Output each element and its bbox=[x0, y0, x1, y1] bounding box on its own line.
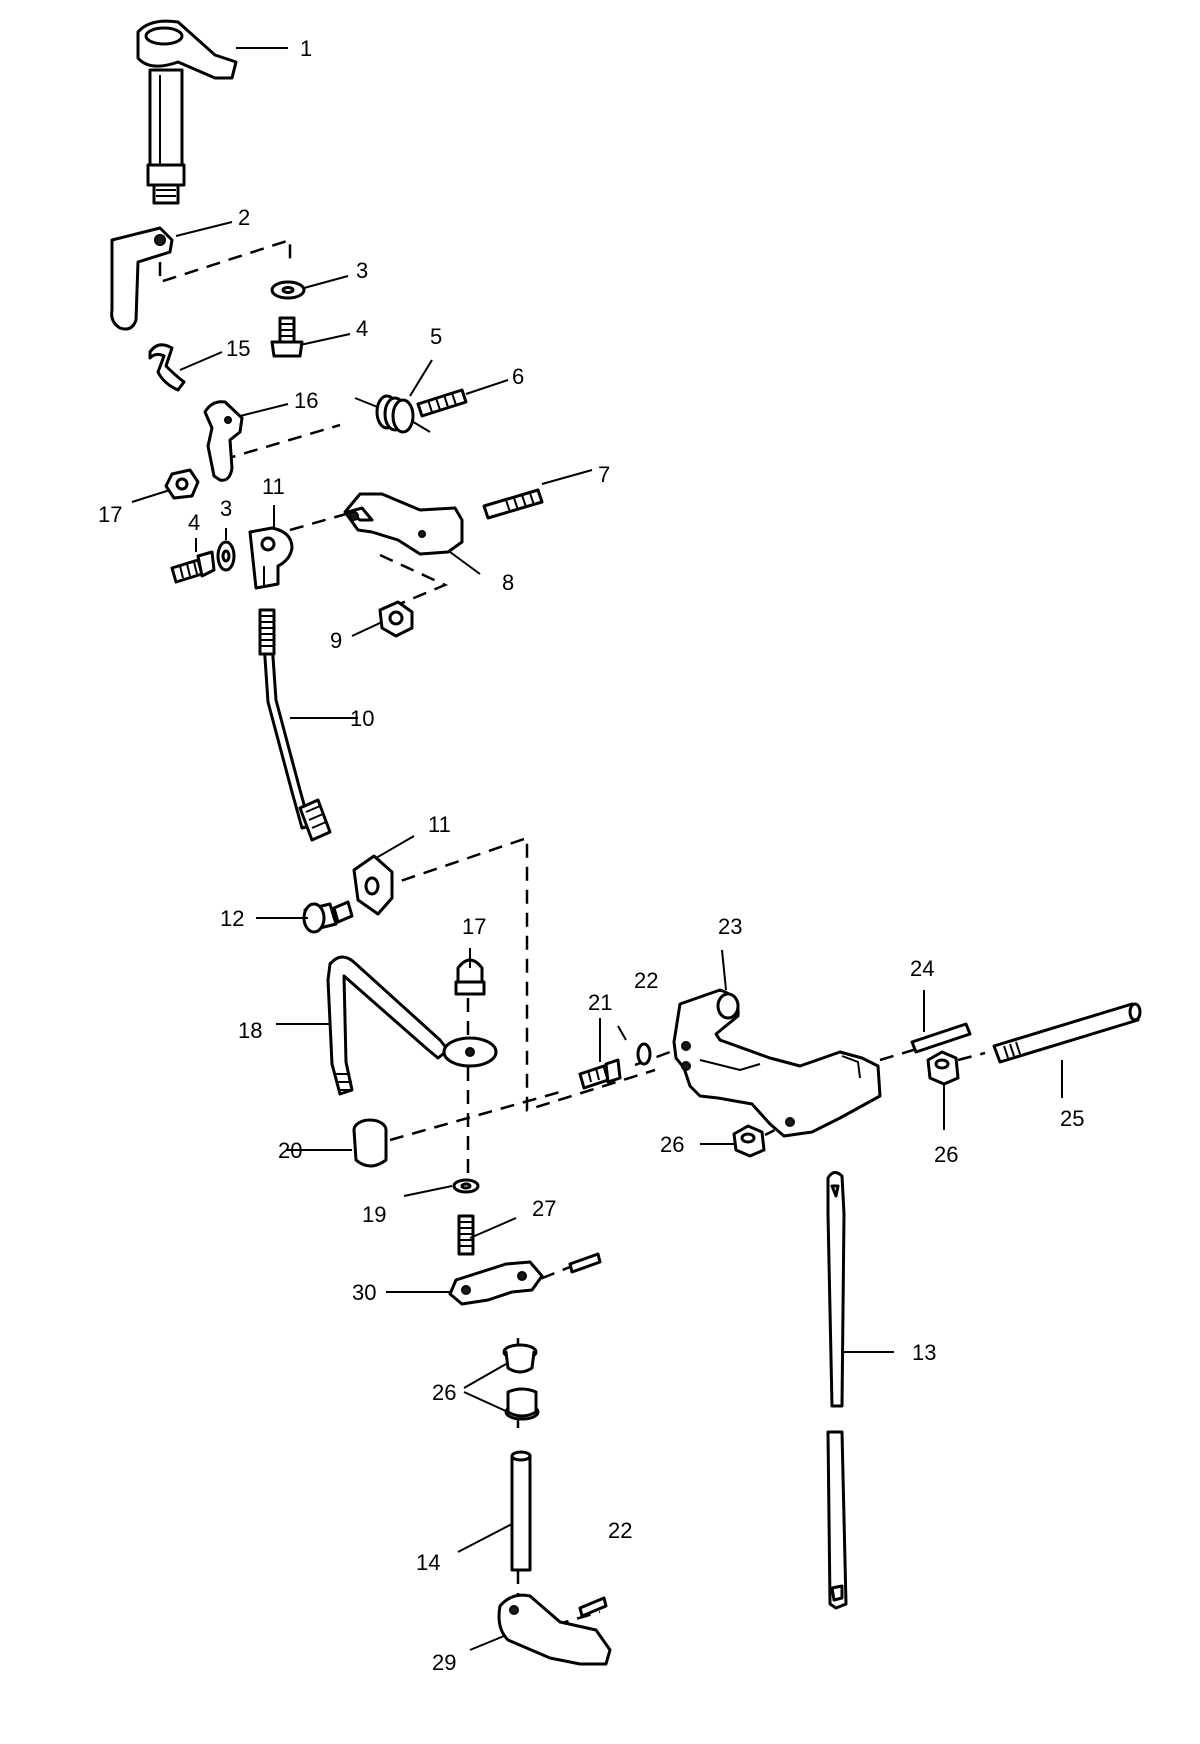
label-part-4-lower: 4 bbox=[188, 510, 200, 535]
label-part-26-left: 26 bbox=[660, 1132, 684, 1157]
label-part-7: 7 bbox=[598, 462, 610, 487]
leader-lines bbox=[131, 47, 1063, 1651]
part-number-labels: 1 2 3 4 15 5 6 16 17 11 4 3 7 8 9 10 11 … bbox=[98, 36, 1084, 1675]
part-9-nut bbox=[378, 600, 414, 638]
part-11-rod-end-upper bbox=[248, 526, 294, 590]
part-18-bent-rod bbox=[326, 955, 498, 1096]
part-17-nut-upper bbox=[164, 468, 200, 500]
label-part-14: 14 bbox=[416, 1550, 440, 1575]
part-21-screw bbox=[578, 1058, 622, 1090]
label-part-30: 30 bbox=[352, 1280, 376, 1305]
part-27-stud bbox=[457, 1214, 475, 1256]
label-part-1: 1 bbox=[300, 36, 312, 61]
label-part-5: 5 bbox=[430, 324, 442, 349]
part-22-e-ring-upper bbox=[636, 1042, 652, 1066]
label-part-17-lower: 17 bbox=[462, 914, 486, 939]
label-part-21: 21 bbox=[588, 990, 612, 1015]
part-19-washer bbox=[452, 1178, 480, 1194]
part-29-shift-cam bbox=[497, 1593, 612, 1666]
part-5-spring bbox=[354, 394, 431, 434]
label-part-22-upper: 22 bbox=[634, 968, 658, 993]
part-4-screw bbox=[270, 316, 304, 358]
part-14-pin bbox=[510, 1450, 532, 1572]
label-part-9: 9 bbox=[330, 628, 342, 653]
part-1-shift-shaft bbox=[136, 19, 238, 205]
part-6-stud bbox=[416, 388, 468, 418]
label-part-19: 19 bbox=[362, 1202, 386, 1227]
label-part-15: 15 bbox=[226, 336, 250, 361]
part-4-screw-lower bbox=[170, 550, 216, 584]
part-26-bushing-right bbox=[926, 1050, 960, 1086]
label-part-26-pair: 26 bbox=[432, 1380, 456, 1405]
label-part-2: 2 bbox=[238, 205, 250, 230]
label-part-24: 24 bbox=[910, 956, 934, 981]
label-part-6: 6 bbox=[512, 364, 524, 389]
label-part-10: 10 bbox=[350, 706, 374, 731]
part-12-shoulder-screw bbox=[302, 900, 354, 934]
label-part-23: 23 bbox=[718, 914, 742, 939]
label-part-3: 3 bbox=[356, 258, 368, 283]
part-30-link bbox=[448, 1252, 602, 1306]
part-17-cap-nut-lower bbox=[454, 958, 486, 996]
label-part-4: 4 bbox=[356, 316, 368, 341]
label-part-18: 18 bbox=[238, 1018, 262, 1043]
label-part-22-lower: 22 bbox=[608, 1518, 632, 1543]
part-15-clip bbox=[148, 343, 186, 392]
label-part-27: 27 bbox=[532, 1196, 556, 1221]
assembly-dashed-lines bbox=[158, 238, 986, 1627]
part-13-long-link-rod bbox=[826, 1171, 848, 1610]
label-part-17-upper: 17 bbox=[98, 502, 122, 527]
part-16-small-lever bbox=[203, 400, 244, 482]
part-3-washer-lower bbox=[216, 540, 236, 572]
part-8-shift-lever-block bbox=[343, 492, 464, 556]
label-part-12: 12 bbox=[220, 906, 244, 931]
label-part-29: 29 bbox=[432, 1650, 456, 1675]
part-26-bushing-left bbox=[732, 1124, 766, 1158]
label-part-8: 8 bbox=[502, 570, 514, 595]
part-23-shift-lever-assembly bbox=[672, 988, 882, 1138]
label-part-11-upper: 11 bbox=[262, 474, 285, 499]
part-25-shaft bbox=[992, 1002, 1142, 1064]
part-10-linkage-rod bbox=[258, 608, 332, 842]
part-20-bushing bbox=[352, 1118, 388, 1168]
part-3-washer bbox=[270, 280, 306, 300]
part-26-bushing-pair bbox=[502, 1343, 540, 1421]
part-22-pin-lower bbox=[578, 1596, 608, 1618]
label-part-26-right: 26 bbox=[934, 1142, 958, 1167]
label-part-16: 16 bbox=[294, 388, 318, 413]
part-7-stud bbox=[482, 488, 544, 520]
label-part-25: 25 bbox=[1060, 1106, 1084, 1131]
label-part-3-lower: 3 bbox=[220, 496, 232, 521]
part-24-pin bbox=[910, 1022, 972, 1054]
part-11-rod-end-lower bbox=[352, 854, 394, 916]
label-part-20: 20 bbox=[278, 1138, 302, 1163]
label-part-13: 13 bbox=[912, 1340, 936, 1365]
part-2-l-lever bbox=[110, 226, 174, 331]
label-part-11-lower: 11 bbox=[428, 812, 451, 837]
